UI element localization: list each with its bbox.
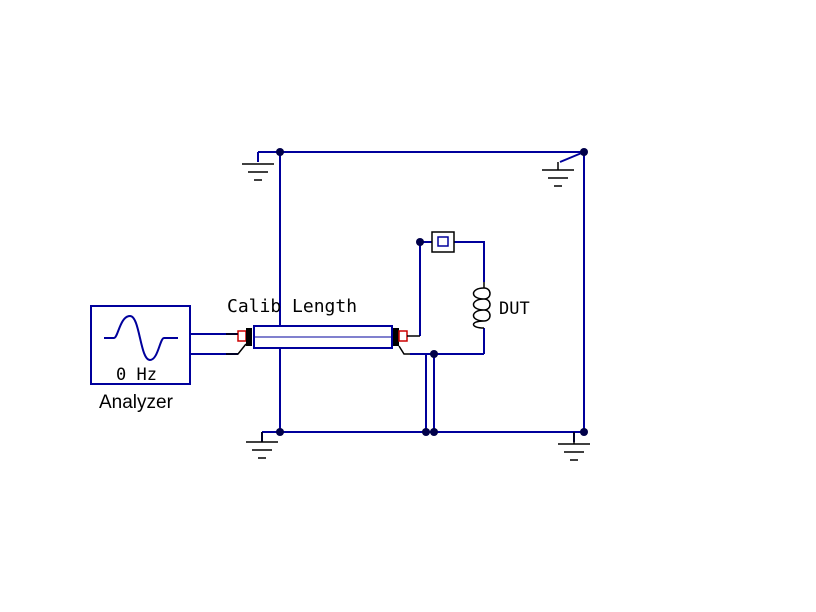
ground-symbol: [246, 432, 278, 459]
wire-ground-tr: [559, 151, 585, 163]
ground-symbol: [542, 162, 574, 187]
calib-length-label: Calib Length: [227, 296, 357, 317]
calib-transmission-line[interactable]: [237, 325, 408, 349]
port-right-stub: [393, 328, 399, 346]
port-right: [398, 330, 408, 342]
port-leads: [226, 333, 420, 355]
ground-symbol: [558, 432, 590, 461]
frequency-readout: 0 Hz: [116, 365, 157, 385]
analyzer-block[interactable]: [90, 305, 191, 385]
junction-dot: [276, 148, 284, 156]
junction-dot: [416, 238, 424, 246]
junction-dot: [430, 350, 438, 358]
junction-dot: [430, 428, 438, 436]
ground-symbol: [242, 163, 274, 181]
wire-dut-top-right: [454, 241, 485, 282]
sine-wave-icon: [104, 314, 178, 362]
junction-dot: [276, 428, 284, 436]
wire-network: [190, 151, 585, 442]
junction-dots: [276, 148, 588, 436]
port-left-stub: [246, 328, 252, 346]
probe-box[interactable]: [431, 231, 455, 253]
wire-dut-top: [419, 241, 432, 336]
dut-label: DUT: [499, 299, 530, 319]
junction-dot: [580, 428, 588, 436]
junction-dot: [422, 428, 430, 436]
coil-icon[interactable]: [472, 282, 491, 329]
junction-dot: [580, 148, 588, 156]
port-left: [237, 330, 247, 342]
analyzer-label: Analyzer: [99, 392, 174, 413]
